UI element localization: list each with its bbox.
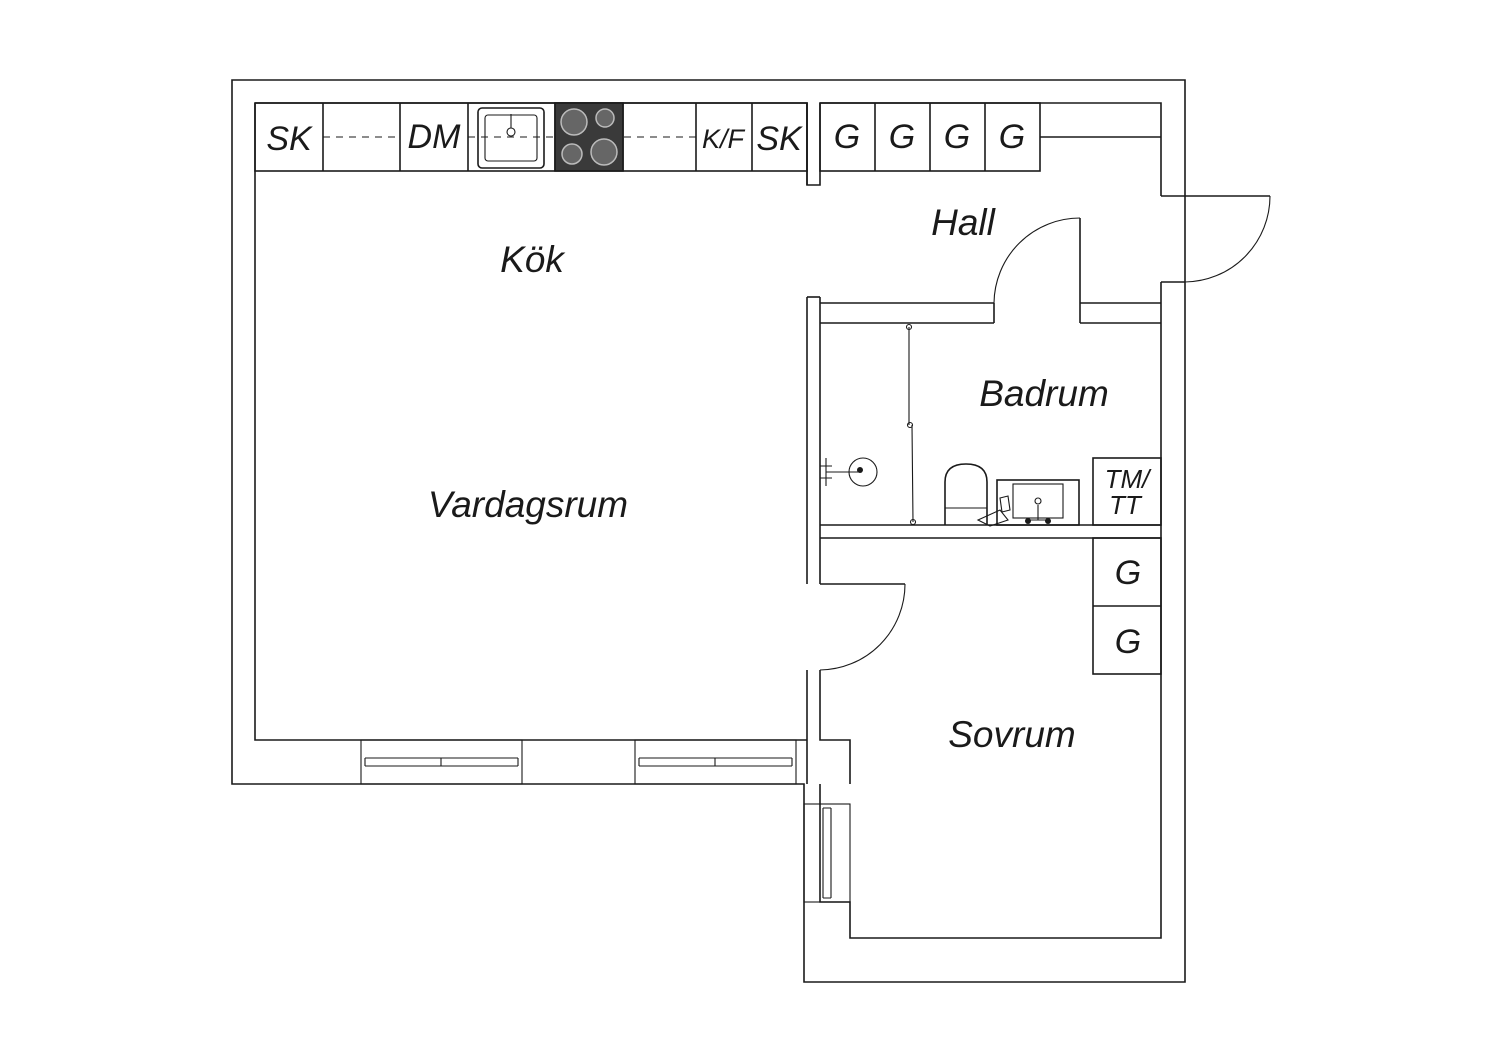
room-label-kitchen: Kök: [500, 239, 566, 280]
hall-wardrobe-1-label: G: [834, 118, 860, 156]
bedroom-wardrobes: [1092, 537, 1162, 675]
fridge-freezer-label: K/F: [702, 124, 746, 154]
room-label-bathroom: Badrum: [979, 373, 1109, 414]
kitchen-cabinet-right-label: SK: [756, 120, 803, 158]
room-label-bedroom: Sovrum: [948, 714, 1075, 755]
hall-wardrobe-4-label: G: [999, 118, 1025, 156]
bedroom-wardrobe-2-label: G: [1115, 623, 1141, 661]
hall-wardrobes: [819, 102, 1161, 172]
bathroom-door: [993, 217, 1081, 304]
toilet-icon: [944, 463, 988, 525]
room-label-hall: Hall: [931, 202, 997, 243]
window-living-left: [360, 739, 523, 785]
stove-icon: [554, 102, 624, 172]
toilet-paper-holder-icon: [976, 495, 1011, 527]
sink-icon: [477, 107, 545, 169]
bedroom-door: [819, 583, 906, 671]
hall-wardrobe-3-label: G: [944, 118, 970, 156]
dryer-label: TT: [1109, 490, 1143, 520]
outer-walls: [231, 79, 1186, 983]
entrance-door: [1184, 195, 1271, 283]
washer-label: TM/: [1105, 464, 1153, 494]
dishwasher-label: DM: [408, 118, 462, 156]
room-label-living-room: Vardagsrum: [428, 484, 628, 525]
washer-dryer-icon: [1092, 457, 1162, 526]
window-bedroom: [803, 803, 851, 903]
bathroom-sink-icon: [996, 479, 1080, 526]
window-living-right: [634, 739, 797, 785]
hall-wardrobe-2-label: G: [889, 118, 915, 156]
kitchen-cabinet-left-label: SK: [266, 120, 313, 158]
shower-curtain-icon: [905, 323, 917, 526]
shower-head-icon: [820, 457, 878, 487]
bedroom-wardrobe-1-label: G: [1115, 554, 1141, 592]
